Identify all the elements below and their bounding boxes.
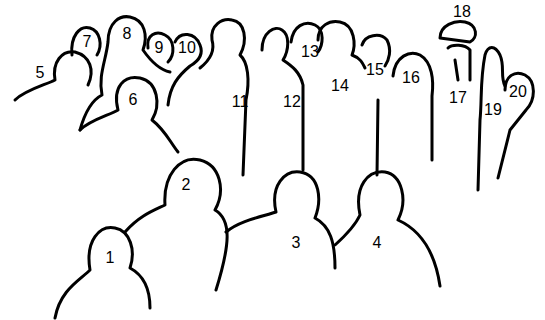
callout-number: 6	[129, 92, 138, 108]
callout-number: 16	[402, 70, 420, 86]
person-outline	[15, 52, 91, 100]
person-outline	[393, 53, 433, 160]
callout-number: 8	[123, 26, 132, 42]
person-outline	[440, 22, 475, 42]
person-outline	[498, 73, 533, 178]
callout-number: 15	[366, 62, 384, 78]
callout-number: 17	[449, 90, 467, 106]
callout-number: 5	[36, 65, 45, 81]
person-outline	[377, 100, 378, 175]
person-outline	[168, 34, 201, 105]
callout-number: 18	[453, 4, 471, 20]
person-outline	[125, 159, 227, 290]
person-outline	[55, 228, 150, 318]
person-outline	[200, 20, 248, 175]
person-outline	[335, 172, 440, 286]
callout-number: 9	[155, 40, 164, 56]
person-outline	[318, 22, 365, 68]
callout-number: 4	[373, 235, 382, 251]
callout-number: 3	[292, 235, 301, 251]
callout-number: 7	[83, 34, 92, 50]
callout-number: 2	[182, 177, 191, 193]
callout-number: 19	[484, 102, 502, 118]
person-outline	[148, 33, 173, 62]
person-outline	[72, 28, 100, 55]
person-outline	[448, 45, 470, 80]
person-outline	[262, 28, 303, 170]
callout-number: 12	[283, 94, 301, 110]
callout-number: 20	[509, 84, 527, 100]
callout-number: 1	[106, 250, 115, 266]
person-outline	[226, 172, 335, 268]
callout-number: 10	[178, 40, 196, 56]
callout-number: 14	[331, 78, 349, 94]
person-outline	[80, 78, 178, 152]
callout-number: 11	[232, 94, 249, 110]
callout-number: 13	[301, 44, 319, 60]
